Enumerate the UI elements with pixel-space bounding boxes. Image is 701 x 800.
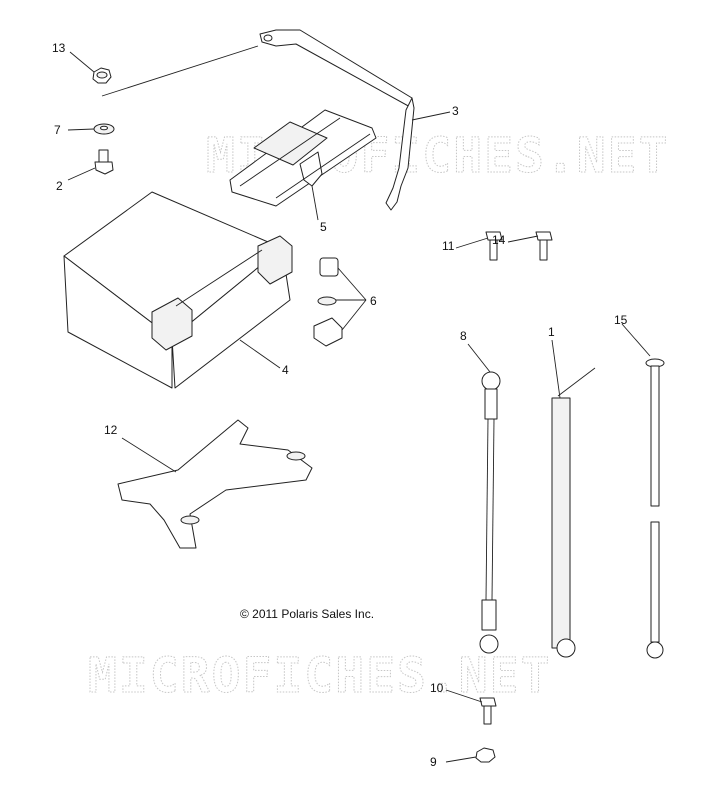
callout-1: 1 [548, 325, 555, 339]
callout-12: 12 [104, 423, 118, 437]
part-2-bolt [94, 149, 114, 175]
part-14-bolt [535, 231, 553, 261]
callout-7: 7 [54, 123, 61, 137]
part-15-rod [645, 358, 665, 659]
callout-14: 14 [492, 233, 506, 247]
part-6-terminal-kit [313, 257, 343, 347]
watermark-bottom: MICROFICHES.NET [88, 648, 551, 704]
part-7-washer [93, 123, 115, 135]
part-12-tray [117, 419, 313, 549]
part-11-bolt [485, 231, 503, 261]
callout-2: 2 [56, 179, 63, 193]
callout-13: 13 [52, 41, 66, 55]
leader-lines [67, 45, 651, 763]
part-8-cable [479, 371, 501, 654]
part-5-strap [229, 109, 377, 207]
part-13-nut [92, 67, 112, 84]
callout-8: 8 [460, 329, 467, 343]
callout-3: 3 [452, 104, 459, 118]
callout-15: 15 [614, 313, 628, 327]
part-9-nut [475, 747, 496, 763]
callout-4: 4 [282, 363, 289, 377]
part-1-cable [551, 367, 596, 658]
part-3-bracket [259, 29, 415, 211]
callout-10: 10 [430, 681, 444, 695]
callout-9: 9 [430, 755, 437, 769]
callout-11: 11 [442, 239, 455, 253]
copyright-text: © 2011 Polaris Sales Inc. [240, 607, 374, 621]
part-10-bolt [479, 697, 497, 725]
callout-6: 6 [370, 294, 377, 308]
part-4-battery [63, 191, 293, 389]
callout-5: 5 [320, 220, 327, 234]
